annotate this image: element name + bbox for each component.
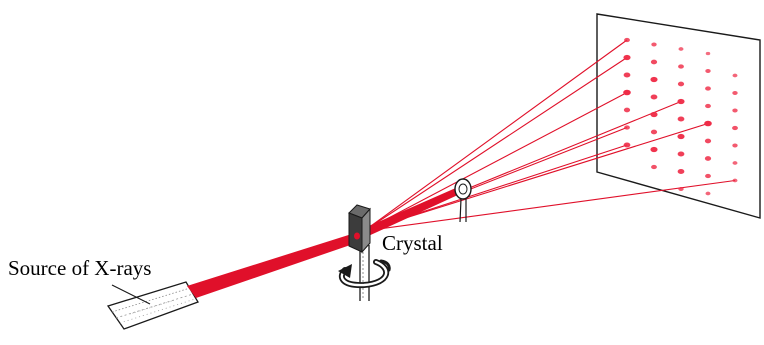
crystal-label: Crystal: [382, 233, 443, 254]
diffraction-spot: [651, 95, 658, 100]
diffraction-spot: [624, 143, 631, 148]
diffraction-spot: [650, 112, 657, 117]
diffraction-spot: [650, 77, 657, 82]
diffraction-spot: [678, 187, 683, 191]
diffraction-spot: [732, 126, 738, 130]
crystal-block: [349, 205, 370, 252]
diffracted-ray: [364, 58, 627, 232]
diffraction-spot: [624, 38, 630, 42]
diffraction-spot: [677, 134, 684, 139]
diffraction-spot: [650, 147, 657, 152]
diffraction-spot: [678, 64, 684, 68]
diffraction-spot: [706, 192, 711, 196]
diffraction-spot: [705, 156, 711, 161]
crystal-spindle: [360, 245, 369, 301]
diffraction-spot: [705, 104, 711, 108]
diffraction-spot: [705, 69, 710, 73]
diffraction-spot: [705, 174, 711, 178]
diffraction-spot: [651, 130, 657, 135]
diffraction-spot: [623, 55, 630, 60]
diffraction-spot: [678, 152, 685, 157]
diffraction-spot: [733, 74, 738, 78]
diffraction-spot: [651, 60, 657, 65]
diffraction-spot: [705, 139, 711, 144]
source-label: Source of X-rays: [8, 258, 151, 279]
diffraction-spot: [651, 165, 657, 169]
diffraction-spot: [623, 90, 631, 96]
xray-source-tube: [108, 282, 198, 329]
diffraction-spot: [677, 99, 684, 104]
diffracted-ray: [364, 40, 627, 231]
diffraction-spot: [706, 52, 711, 55]
diffracted-ray: [364, 93, 627, 232]
diffraction-spot: [678, 82, 684, 87]
diffraction-spot: [624, 73, 631, 78]
diffraction-spot: [732, 91, 737, 95]
diffraction-spot: [704, 121, 712, 127]
diffraction-spot: [733, 179, 738, 183]
diffraction-spot: [624, 125, 630, 129]
diffraction-spot: [651, 43, 656, 47]
diffraction-spot: [705, 86, 711, 90]
incident-beam: [187, 232, 362, 298]
diffraction-spot: [678, 117, 685, 122]
diffraction-spot: [624, 108, 630, 113]
diffraction-spot: [733, 161, 738, 165]
rotation-arrow-icon: [338, 261, 389, 285]
diffraction-spot: [679, 47, 684, 51]
diffraction-spot: [732, 144, 737, 148]
diffraction-spot: [678, 169, 685, 174]
diffraction-spot: [732, 109, 737, 113]
